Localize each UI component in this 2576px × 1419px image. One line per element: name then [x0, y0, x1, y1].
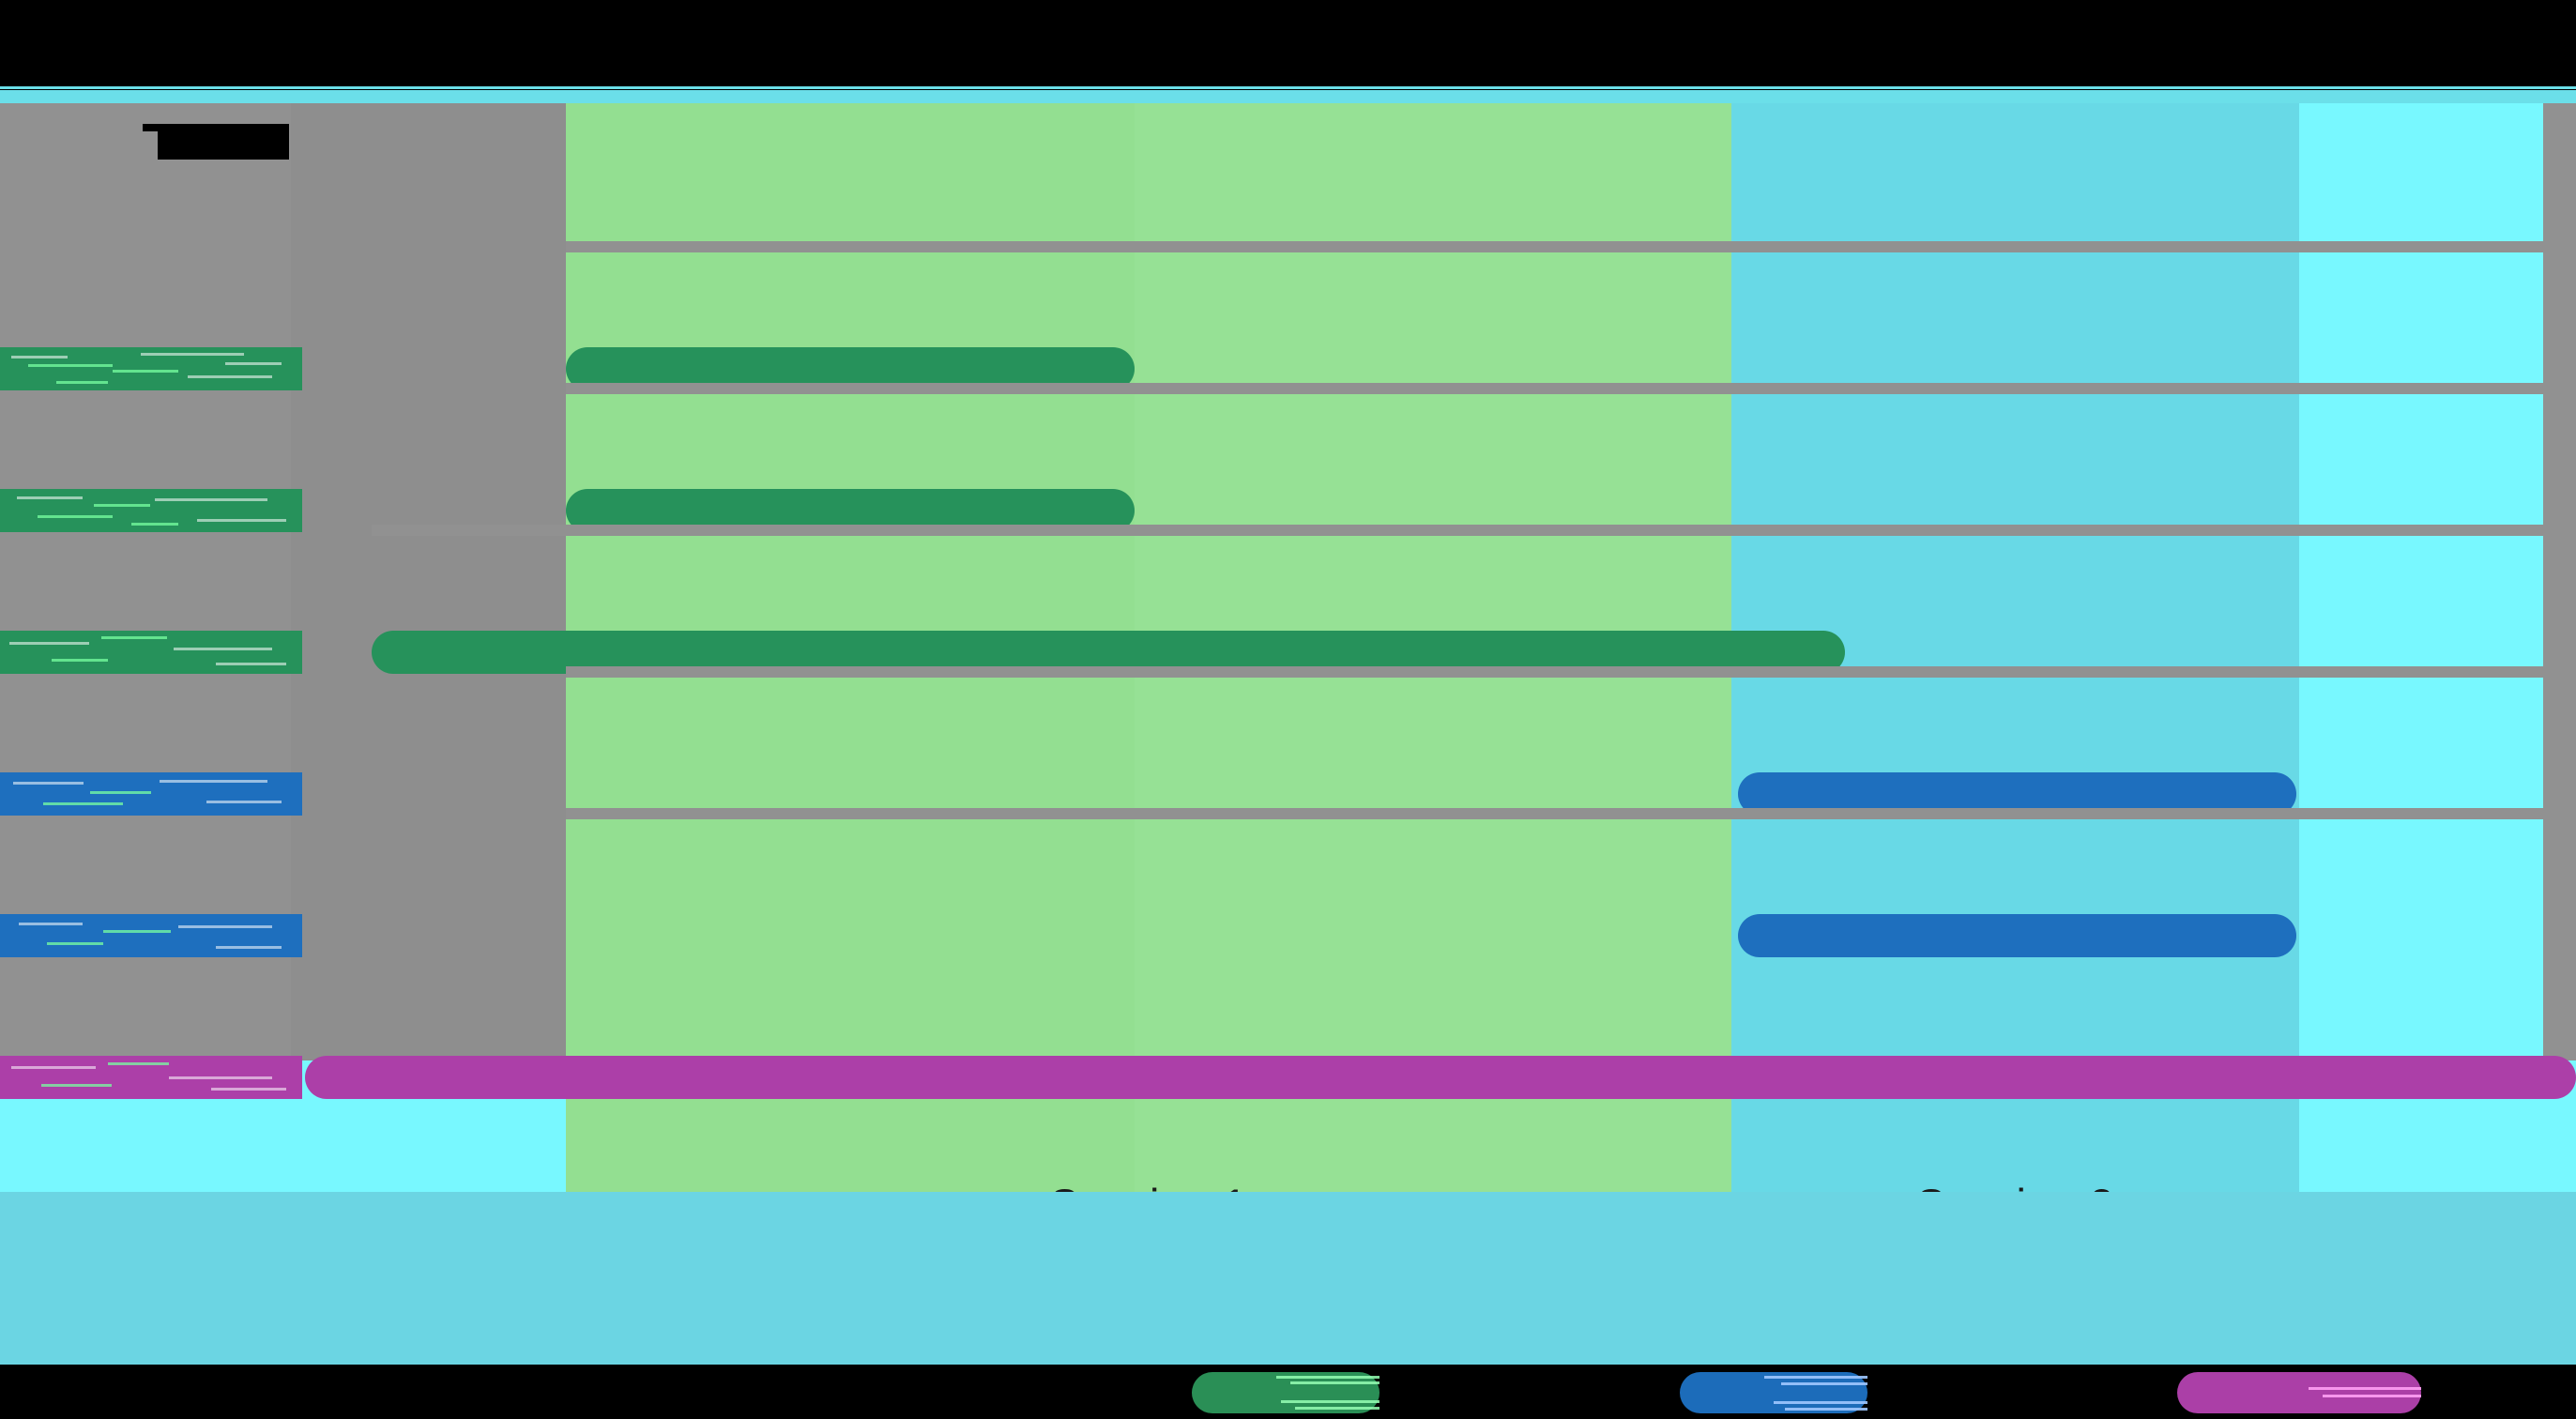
row-label-1[interactable] [0, 347, 302, 390]
header-cyan-band [0, 90, 2576, 103]
row-track-1 [566, 241, 2543, 252]
row-track-5 [566, 808, 2543, 819]
row-label-5[interactable] [0, 914, 302, 957]
plot-area: Session 1 Session 2 [0, 103, 2576, 1229]
row-label-2[interactable] [0, 489, 302, 532]
legend-swatch-blue[interactable] [1680, 1372, 1867, 1413]
row-label-panel-inner [291, 103, 566, 1060]
bar-row-6[interactable] [305, 1056, 2576, 1099]
legend-swatch-green[interactable] [1192, 1372, 1379, 1413]
row-label-6[interactable] [0, 1056, 302, 1099]
bar-row-5[interactable] [1738, 914, 2296, 957]
row-label-3[interactable] [0, 631, 302, 674]
redacted-title-block [158, 124, 289, 160]
row-label-4[interactable] [0, 772, 302, 816]
redacted-title-block-2 [143, 124, 158, 131]
row-track-2 [566, 383, 2543, 394]
header-cyan-hairline-top [0, 86, 2576, 89]
right-gutter-panel [2543, 103, 2576, 1060]
legend-swatch-magenta[interactable] [2177, 1372, 2421, 1413]
header-black-bar [0, 0, 2576, 86]
row-track-3 [372, 525, 2543, 536]
row-track-4 [566, 666, 2543, 678]
session-band-3-trailing [2299, 103, 2543, 1192]
footer-cyan-strip [0, 1192, 2576, 1365]
